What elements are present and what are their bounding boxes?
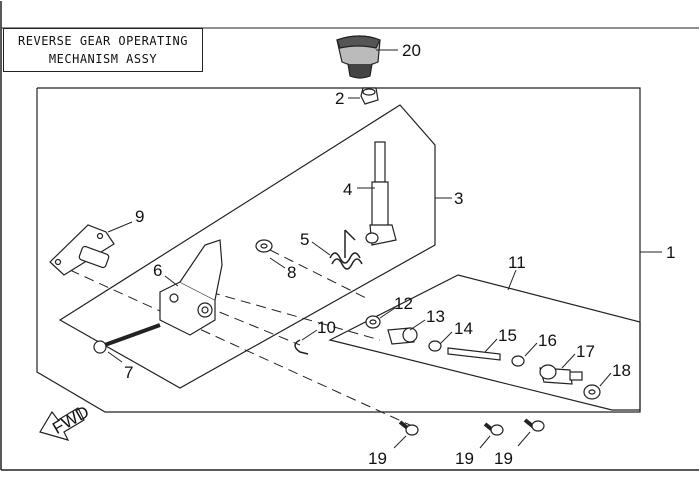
part-14-nut bbox=[428, 340, 442, 352]
part-17-ball-joint bbox=[539, 364, 583, 385]
callout-7: 7 bbox=[124, 363, 133, 382]
callout-18: 18 bbox=[612, 361, 631, 380]
callout-4: 4 bbox=[343, 180, 352, 199]
part-13-ball-joint bbox=[387, 327, 418, 345]
part-16-nut bbox=[511, 355, 525, 367]
callout-19-c: 19 bbox=[494, 449, 513, 468]
subassembly-3-outline bbox=[58, 104, 436, 389]
part-8-washer bbox=[255, 239, 273, 253]
callout-1: 1 bbox=[666, 243, 675, 262]
callout-17: 17 bbox=[576, 342, 595, 361]
title-line-2: MECHANISM ASSY bbox=[48, 52, 158, 66]
part-4-shift-rod bbox=[365, 141, 397, 246]
part-9-plate bbox=[49, 224, 115, 276]
callout-11: 11 bbox=[508, 253, 526, 272]
callout-13: 13 bbox=[426, 307, 445, 326]
callout-10: 10 bbox=[317, 318, 336, 337]
forward-arrow-icon: FWD bbox=[39, 402, 92, 441]
part-10-clip bbox=[294, 339, 309, 355]
part-2-nut bbox=[360, 87, 379, 105]
callout-19-a: 19 bbox=[368, 449, 387, 468]
part-15-rod bbox=[447, 347, 501, 361]
part-19-bolt-a bbox=[398, 420, 419, 436]
callout-16: 16 bbox=[538, 331, 557, 350]
title-box: REVERSE GEAR OPERATING MECHANISM ASSY bbox=[3, 28, 203, 72]
title-line-1: REVERSE GEAR OPERATING bbox=[18, 34, 188, 48]
part-6-bracket bbox=[159, 239, 223, 336]
callout-3: 3 bbox=[454, 189, 463, 208]
forward-marker-label: FWD bbox=[49, 402, 92, 438]
assembly-outline bbox=[36, 87, 641, 413]
part-19-bolt-c bbox=[523, 418, 545, 432]
part-18-nut bbox=[583, 384, 601, 400]
callout-12: 12 bbox=[394, 294, 413, 313]
part-7-pin bbox=[93, 323, 161, 354]
callout-5: 5 bbox=[300, 230, 309, 249]
callout-14: 14 bbox=[454, 319, 473, 338]
callout-15: 15 bbox=[498, 326, 517, 345]
callout-20: 20 bbox=[402, 41, 421, 60]
callout-19-b: 19 bbox=[455, 449, 474, 468]
callout-8: 8 bbox=[287, 263, 296, 282]
leader-lines bbox=[107, 49, 662, 449]
callout-6: 6 bbox=[153, 261, 162, 280]
subassembly-11-outline bbox=[328, 274, 641, 411]
part-5-spring bbox=[329, 229, 363, 270]
callout-9: 9 bbox=[135, 207, 144, 226]
part-19-bolt-b bbox=[483, 422, 504, 436]
part-12-nut bbox=[365, 315, 381, 329]
callout-numbers: 20 2 4 3 5 8 9 6 7 10 11 12 13 14 15 16 … bbox=[124, 41, 675, 468]
callout-2: 2 bbox=[335, 89, 344, 108]
part-20-knob bbox=[336, 35, 381, 79]
